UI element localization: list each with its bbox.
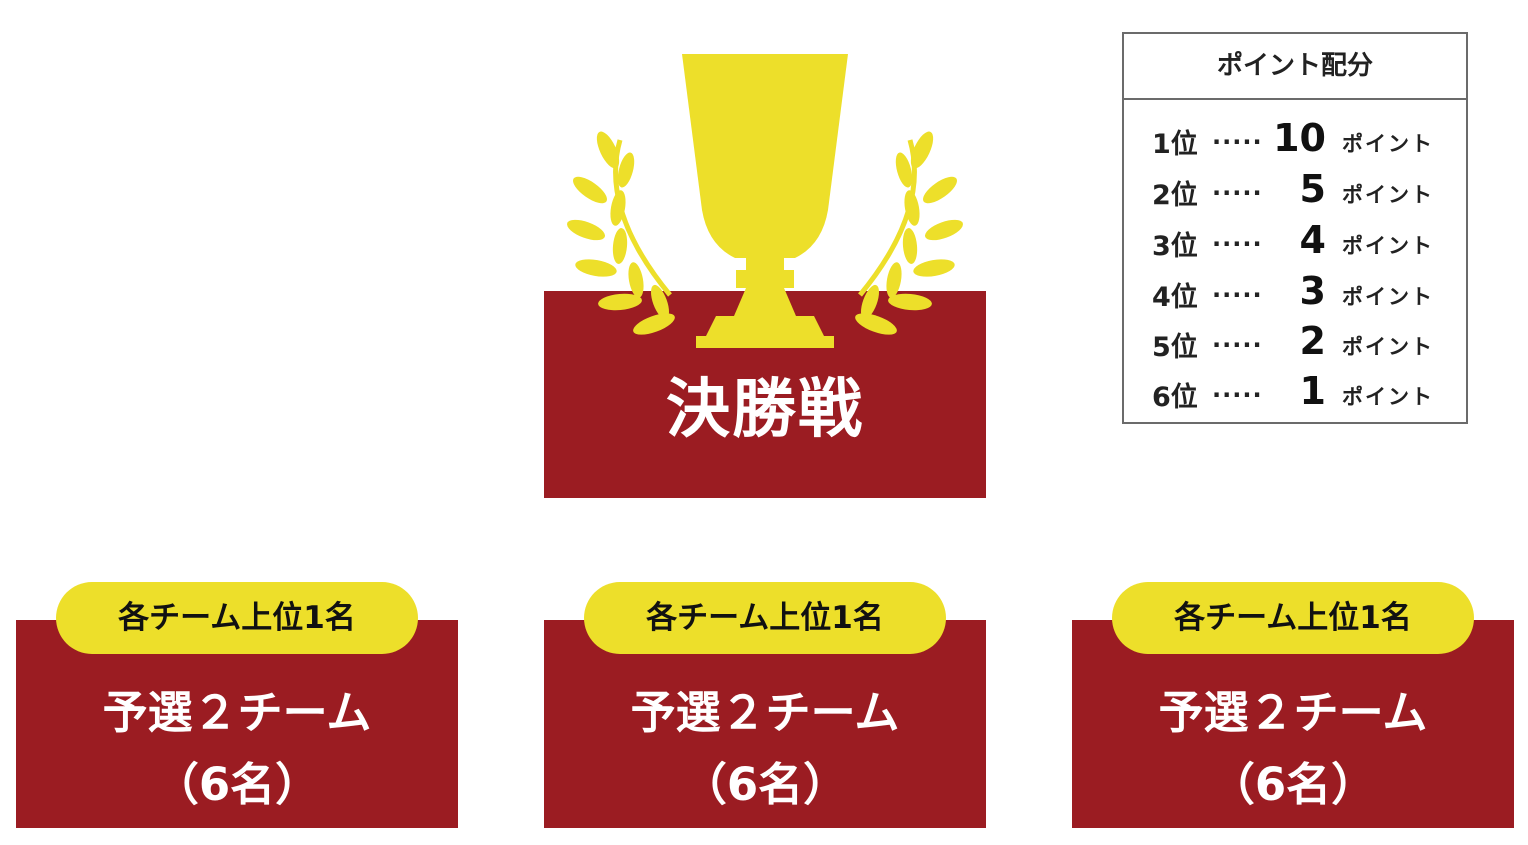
laurel-right xyxy=(855,131,963,335)
points-row: 1位 ..... 10 ポイント xyxy=(1124,114,1466,164)
points-rank: 6位 xyxy=(1152,382,1198,413)
points-dots: ..... xyxy=(1212,275,1263,303)
points-dots: ..... xyxy=(1212,173,1263,201)
points-value: 10 xyxy=(1273,116,1326,160)
team-pill-3: 各チーム上位1名 xyxy=(1112,582,1474,654)
team-pill-2: 各チーム上位1名 xyxy=(584,582,946,654)
team-1-line1: 予選２チーム xyxy=(102,686,372,739)
points-unit: ポイント xyxy=(1342,385,1434,409)
points-value: 5 xyxy=(1299,167,1326,211)
points-value: 1 xyxy=(1299,369,1326,413)
points-row: 6位 ..... 1 ポイント xyxy=(1124,367,1466,417)
points-row: 4位 ..... 3 ポイント xyxy=(1124,267,1466,317)
points-row: 5位 ..... 2 ポイント xyxy=(1124,317,1466,367)
points-dots: ..... xyxy=(1212,325,1263,353)
points-table: ポイント配分 1位 ..... 10 ポイント 2位 ..... 5 ポイント … xyxy=(1122,32,1468,424)
final-title: 決勝戦 xyxy=(666,373,864,447)
trophy-icon xyxy=(567,54,963,348)
team-box-1 xyxy=(16,620,458,828)
team-3-line2: （6名） xyxy=(1209,758,1377,811)
points-dots: ..... xyxy=(1212,122,1263,150)
laurel-left xyxy=(567,131,675,335)
points-dots: ..... xyxy=(1212,224,1263,252)
team-2-line1: 予選２チーム xyxy=(630,686,900,739)
team-2-line2: （6名） xyxy=(681,758,849,811)
team-pill-1: 各チーム上位1名 xyxy=(56,582,418,654)
points-rank: 1位 xyxy=(1152,129,1198,160)
points-table-header: ポイント配分 xyxy=(1124,34,1466,100)
points-rank: 4位 xyxy=(1152,282,1198,313)
team-box-2 xyxy=(544,620,986,828)
points-value: 2 xyxy=(1299,319,1326,363)
team-box-3 xyxy=(1072,620,1514,828)
team-3-line1: 予選２チーム xyxy=(1158,686,1428,739)
points-row: 2位 ..... 5 ポイント xyxy=(1124,165,1466,215)
points-rank: 5位 xyxy=(1152,332,1198,363)
points-value: 3 xyxy=(1299,269,1326,313)
points-unit: ポイント xyxy=(1342,183,1434,207)
points-unit: ポイント xyxy=(1342,234,1434,258)
points-dots: ..... xyxy=(1212,375,1263,403)
team-1-line2: （6名） xyxy=(153,758,321,811)
points-rank: 2位 xyxy=(1152,180,1198,211)
points-rank: 3位 xyxy=(1152,231,1198,262)
points-unit: ポイント xyxy=(1342,132,1434,156)
points-unit: ポイント xyxy=(1342,335,1434,359)
points-value: 4 xyxy=(1299,218,1326,262)
points-row: 3位 ..... 4 ポイント xyxy=(1124,216,1466,266)
points-unit: ポイント xyxy=(1342,285,1434,309)
